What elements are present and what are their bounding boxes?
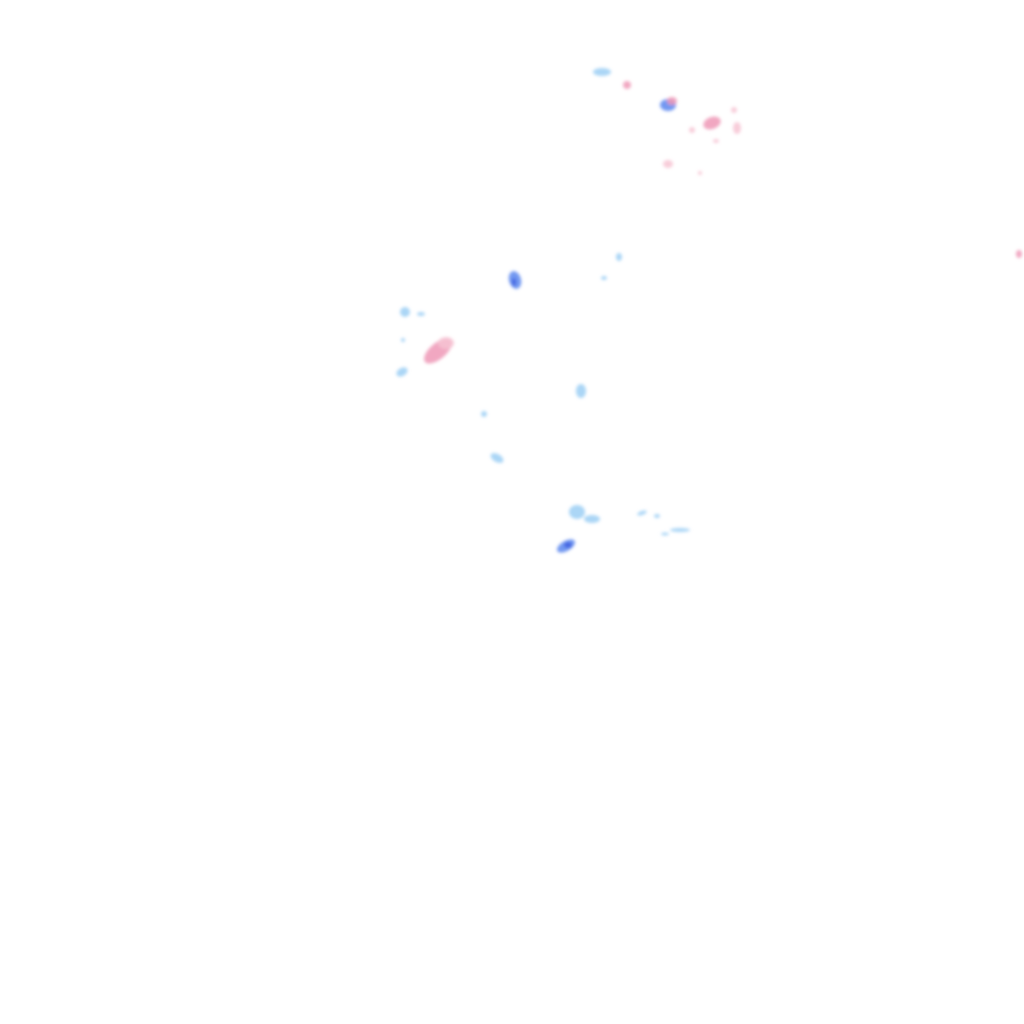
- precipitation-echo-mixed-light: [698, 171, 702, 175]
- precipitation-echo-rain-light: [584, 515, 600, 523]
- precipitation-echo-mixed-moderate: [667, 97, 677, 105]
- precipitation-echo-mixed-light: [731, 107, 737, 113]
- precipitation-echo-rain-light: [593, 68, 611, 76]
- precipitation-echo-mixed-light: [689, 127, 695, 133]
- precipitation-echo-rain-light: [576, 384, 586, 398]
- precipitation-echo-mixed-moderate: [1016, 250, 1022, 258]
- precipitation-echo-rain-light: [670, 528, 690, 532]
- precipitation-echo-mixed-moderate: [703, 116, 721, 130]
- precipitation-echo-rain-light: [601, 276, 607, 280]
- precipitation-echo-rain-light: [654, 514, 660, 518]
- precipitation-echo-rain-light: [490, 453, 504, 463]
- precipitation-echo-mixed-light: [663, 160, 673, 168]
- precipitation-echo-mixed-moderate: [623, 81, 631, 89]
- precipitation-echo-rain-light: [481, 411, 487, 417]
- precipitation-echo-rain-light: [401, 338, 405, 342]
- precipitation-echo-mixed-light: [438, 337, 454, 349]
- precipitation-echo-rain-light: [396, 367, 408, 377]
- precipitation-echo-rain-light: [661, 532, 669, 536]
- precipitation-echo-rain-light: [616, 253, 622, 261]
- precipitation-echo-mixed-light: [713, 139, 719, 143]
- precipitation-echo-mixed-light: [733, 122, 741, 134]
- precipitation-echo-rain-heavy: [564, 542, 572, 548]
- precipitation-echo-rain-light: [637, 510, 647, 516]
- precipitation-echo-rain-light: [569, 505, 585, 519]
- precipitation-echo-rain-heavy: [512, 278, 516, 286]
- precipitation-echo-rain-light: [417, 312, 425, 316]
- precipitation-echo-rain-light: [400, 307, 410, 317]
